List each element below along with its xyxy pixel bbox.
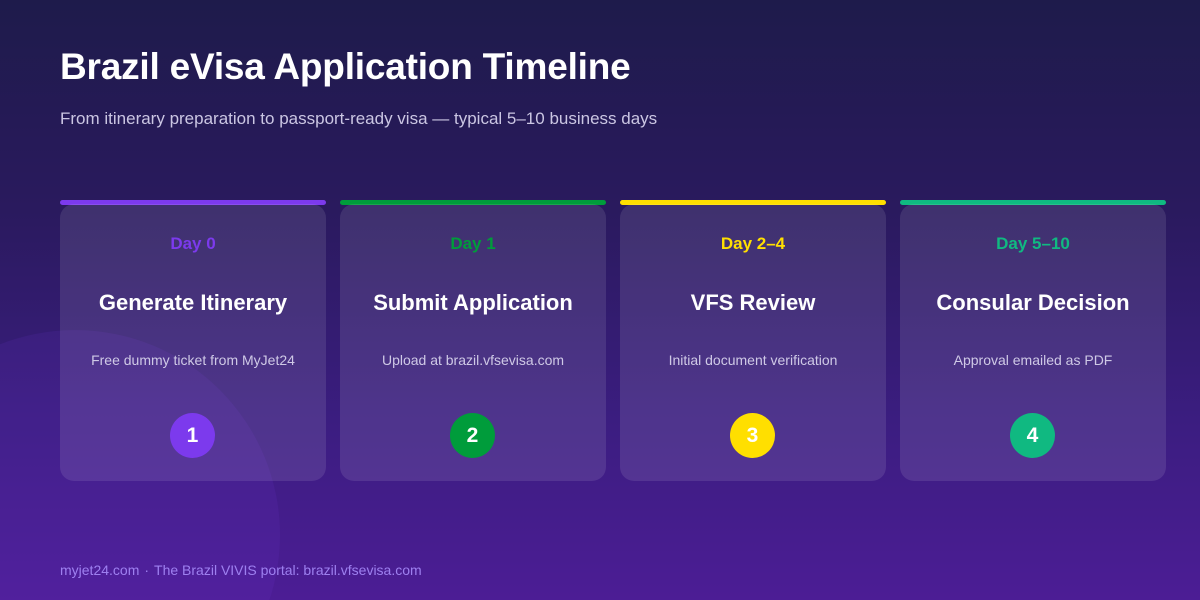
page-title: Brazil eVisa Application Timeline — [60, 46, 631, 87]
timeline-step-2: Day 1 Submit Application Upload at brazi… — [340, 200, 606, 481]
step-card: Day 0 Generate Itinerary Free dummy tick… — [60, 204, 326, 481]
header: Brazil eVisa Application Timeline From i… — [60, 44, 657, 130]
page-subtitle: From itinerary preparation to passport-r… — [60, 109, 658, 128]
step-title: Submit Application — [373, 290, 573, 315]
step-number-badge: 3 — [730, 413, 775, 458]
timeline-step-1: Day 0 Generate Itinerary Free dummy tick… — [60, 200, 326, 481]
footer-portal-text: The Brazil VIVIS portal: brazil.vfsevisa… — [154, 562, 422, 578]
timeline-steps: Day 0 Generate Itinerary Free dummy tick… — [60, 200, 1166, 481]
step-accent-bar — [900, 200, 1166, 205]
step-day: Day 2–4 — [720, 234, 786, 253]
step-day: Day 5–10 — [996, 234, 1070, 253]
step-number-badge: 2 — [450, 413, 495, 458]
step-accent-bar — [340, 200, 606, 205]
step-day: Day 1 — [450, 234, 496, 253]
step-accent-bar — [620, 200, 886, 205]
step-description: Free dummy ticket from MyJet24 — [91, 352, 295, 368]
step-description: Upload at brazil.vfsevisa.com — [381, 352, 565, 368]
step-title: Generate Itinerary — [98, 290, 288, 315]
step-card: Day 5–10 Consular Decision Approval emai… — [900, 204, 1166, 481]
step-title: VFS Review — [690, 290, 816, 315]
step-number-badge: 4 — [1010, 413, 1055, 458]
step-day: Day 0 — [170, 234, 216, 253]
step-number-badge: 1 — [170, 413, 215, 458]
step-description: Approval emailed as PDF — [953, 352, 1113, 368]
step-title: Consular Decision — [936, 290, 1130, 315]
step-card: Day 2–4 VFS Review Initial document veri… — [620, 204, 886, 481]
step-accent-bar — [60, 200, 326, 205]
step-card: Day 1 Submit Application Upload at brazi… — [340, 204, 606, 481]
timeline-step-3: Day 2–4 VFS Review Initial document veri… — [620, 200, 886, 481]
step-description: Initial document verification — [668, 352, 838, 368]
timeline-step-4: Day 5–10 Consular Decision Approval emai… — [900, 200, 1166, 481]
footer: myjet24.com·The Brazil VIVIS portal: bra… — [60, 561, 422, 579]
footer-site-link[interactable]: myjet24.com — [60, 562, 140, 578]
footer-separator: · — [144, 562, 150, 578]
